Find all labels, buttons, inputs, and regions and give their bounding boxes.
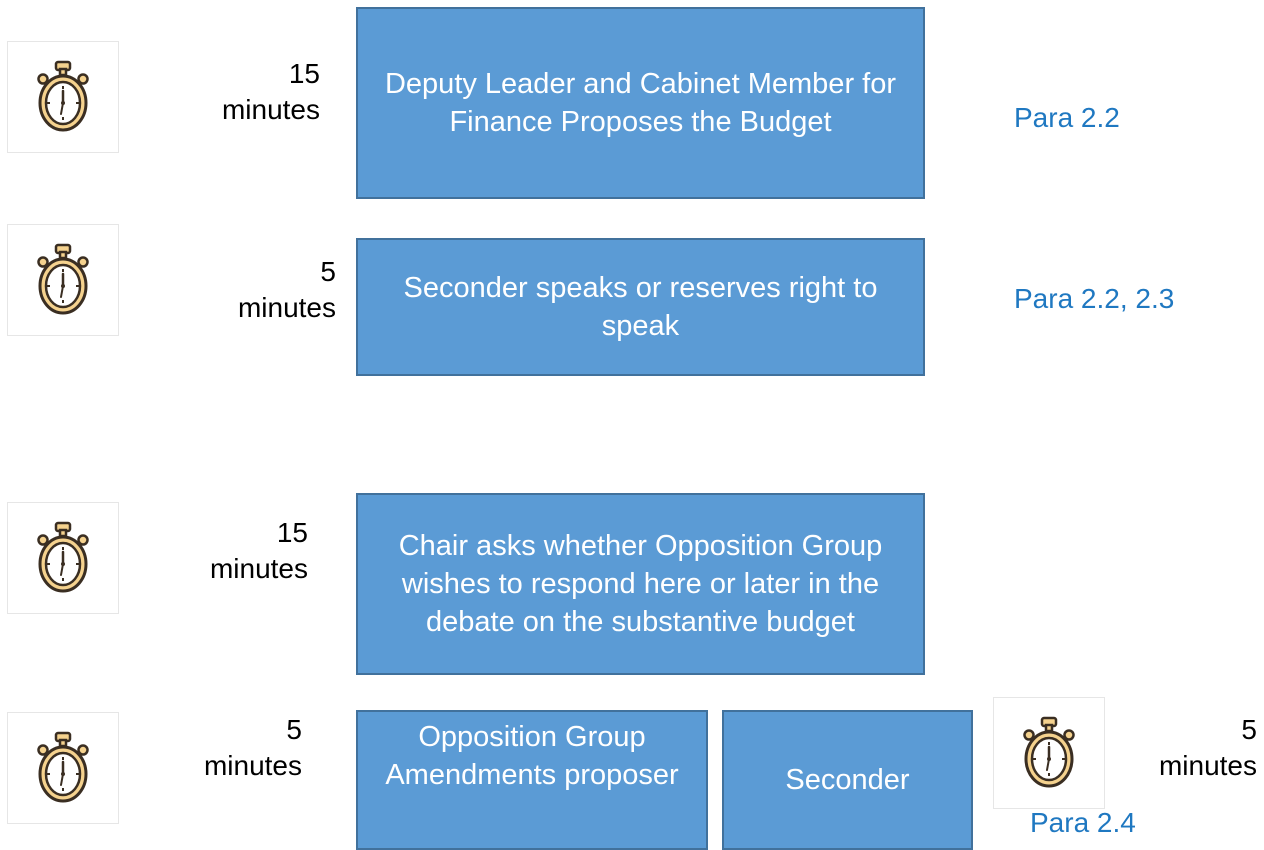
stopwatch-icon: [37, 60, 89, 132]
seconder-duration: 5 minutes: [1117, 712, 1257, 784]
duration-unit: minutes: [237, 292, 336, 323]
step-4-duration: 5 minutes: [162, 712, 302, 784]
para-reference: Para 2.2: [1014, 102, 1120, 133]
stopwatch-icon: [37, 731, 89, 803]
stopwatch-icon: [1023, 716, 1075, 788]
para-reference: Para 2.2, 2.3: [1014, 283, 1175, 314]
step-box-chair-asks: Chair asks whether Opposition Group wish…: [356, 493, 925, 675]
step-box-label: Seconder: [785, 764, 910, 796]
duration-unit: minutes: [203, 750, 302, 781]
stopwatch-tile: [7, 41, 119, 153]
stopwatch-tile: [7, 224, 119, 336]
step-box-propose-budget: Deputy Leader and Cabinet Member for Fin…: [356, 7, 925, 199]
duration-value: 15: [276, 517, 308, 548]
step-3-duration: 15 minutes: [168, 515, 308, 587]
stopwatch-tile: [7, 502, 119, 614]
stopwatch-icon: [37, 521, 89, 593]
duration-unit: minutes: [221, 94, 320, 125]
step-box-seconder: Seconder: [722, 710, 973, 850]
step-box-label: Chair asks whether Opposition Group wish…: [398, 530, 883, 638]
stopwatch-tile: [993, 697, 1105, 809]
duration-value: 15: [288, 58, 320, 89]
duration-unit: minutes: [209, 553, 308, 584]
duration-value: 5: [320, 256, 336, 287]
step-1-duration: 15 minutes: [180, 56, 320, 128]
duration-value: 5: [1241, 714, 1257, 745]
step-box-seconder-speaks: Seconder speaks or reserves right to spe…: [356, 238, 925, 376]
step-2-duration: 5 minutes: [196, 254, 336, 326]
step-box-label: Seconder speaks or reserves right to spe…: [403, 272, 878, 342]
duration-unit: minutes: [1158, 750, 1257, 781]
step-box-label: Opposition Group Amendments proposer: [385, 721, 679, 791]
step-box-label: Deputy Leader and Cabinet Member for Fin…: [384, 68, 896, 138]
stopwatch-icon: [37, 243, 89, 315]
stopwatch-tile: [7, 712, 119, 824]
step-box-opposition-amendments: Opposition Group Amendments proposer: [356, 710, 708, 850]
duration-value: 5: [286, 714, 302, 745]
para-reference: Para 2.4: [1030, 807, 1136, 838]
